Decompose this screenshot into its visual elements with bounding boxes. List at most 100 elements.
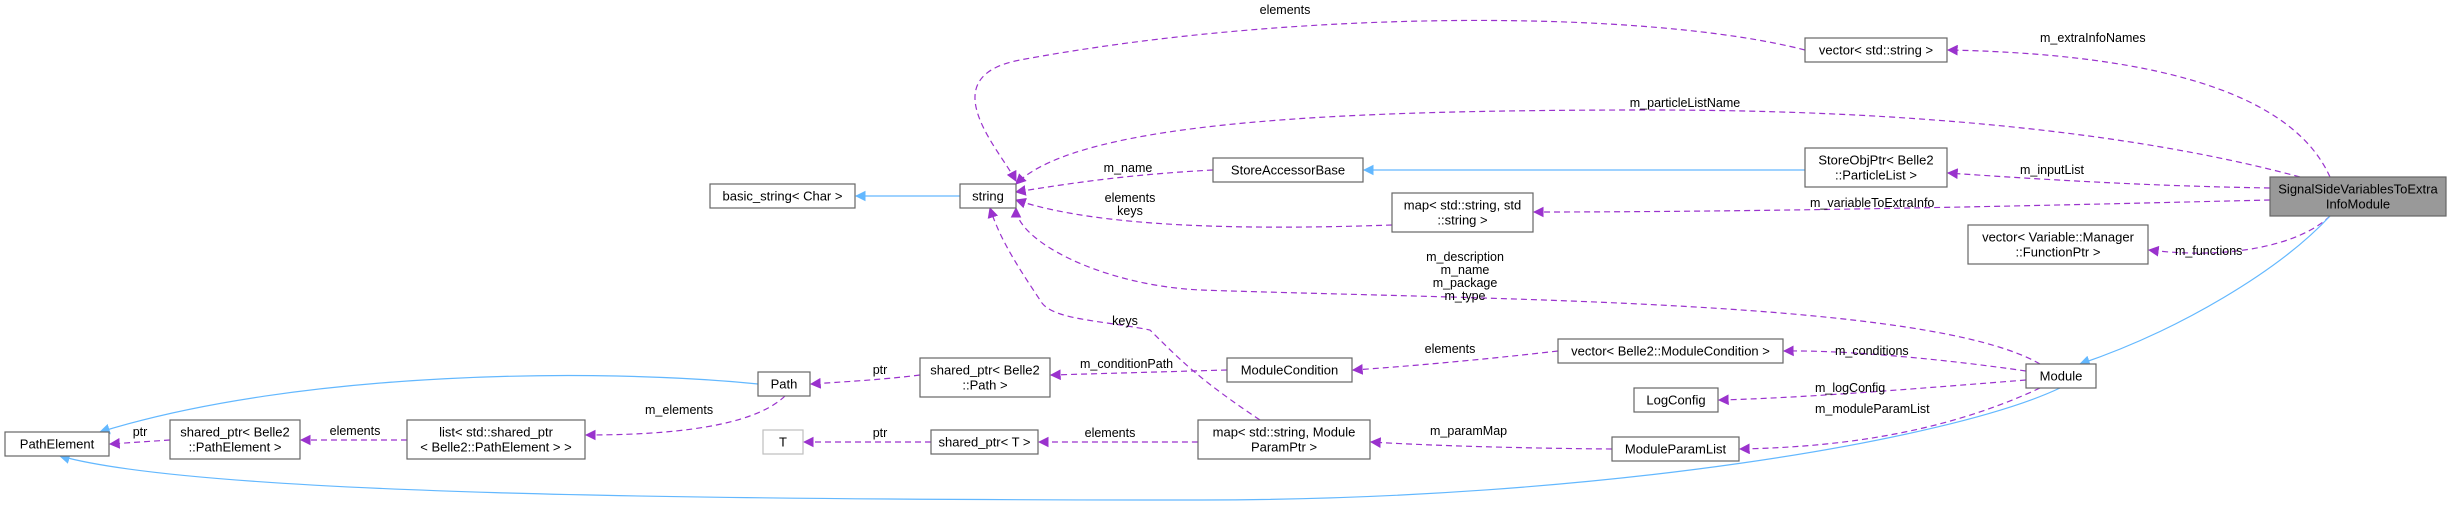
node-t[interactable]: T bbox=[762, 429, 804, 455]
node-label: ModuleCondition bbox=[1241, 363, 1339, 378]
node-box[interactable] bbox=[959, 183, 1017, 209]
edge-label-e10: m_package bbox=[1433, 276, 1498, 290]
node-box[interactable] bbox=[930, 429, 1039, 455]
node-box[interactable] bbox=[1967, 224, 2149, 265]
edge-e8 bbox=[1014, 197, 1393, 228]
node-label: StoreObjPtr< Belle2 bbox=[1818, 153, 1933, 168]
node-label: vector< Variable::Manager bbox=[1982, 230, 2135, 245]
node-label: < Belle2::PathElement > > bbox=[420, 440, 571, 455]
node-label: basic_string< Char > bbox=[723, 189, 843, 204]
node-path[interactable]: Path bbox=[757, 371, 811, 397]
edge-label-e23: m_elements bbox=[645, 403, 713, 417]
edge-e13 bbox=[987, 206, 1261, 421]
edge-label-e10: m_name bbox=[1441, 263, 1490, 277]
node-label: SignalSideVariablesToExtra bbox=[2278, 182, 2438, 197]
edge-label-e10: m_description bbox=[1426, 250, 1504, 264]
node-box[interactable] bbox=[757, 371, 811, 397]
node-label: ::FunctionPtr > bbox=[2016, 245, 2101, 260]
node-box[interactable] bbox=[1557, 338, 1784, 364]
node-box[interactable] bbox=[919, 357, 1051, 398]
edge-label-e22: ptr bbox=[873, 426, 888, 440]
node-label: InfoModule bbox=[2326, 197, 2390, 212]
node-box[interactable] bbox=[1804, 37, 1948, 63]
node-label: map< std::string, Module bbox=[1213, 425, 1356, 440]
edge-label-e2: m_extraInfoNames bbox=[2040, 31, 2146, 45]
node-label: ::string > bbox=[1437, 213, 1487, 228]
node-modcond[interactable]: ModuleCondition bbox=[1226, 357, 1353, 383]
edge-e9 bbox=[1532, 199, 2271, 218]
node-label: LogConfig bbox=[1646, 393, 1705, 408]
node-box[interactable] bbox=[1212, 157, 1364, 183]
node-box[interactable] bbox=[1804, 147, 1948, 188]
node-label: vector< std::string > bbox=[1819, 43, 1933, 58]
node-logconfig[interactable]: LogConfig bbox=[1633, 387, 1719, 413]
edge-label-e15: elements bbox=[1425, 342, 1476, 356]
edge-label-e24: elements bbox=[330, 424, 381, 438]
edge-labels-layer: elementsm_extraInfoNamesm_particleListNa… bbox=[133, 3, 2243, 440]
edge-label-e4: m_inputList bbox=[2020, 163, 2084, 177]
node-box[interactable] bbox=[2025, 363, 2097, 389]
edge-label-e25: ptr bbox=[133, 425, 148, 439]
node-pathelement[interactable]: PathElement bbox=[4, 431, 110, 457]
edge-label-e19: m_moduleParamList bbox=[1815, 402, 1930, 416]
edge-e2 bbox=[1946, 44, 2331, 178]
node-basic-string[interactable]: basic_string< Char > bbox=[709, 183, 856, 209]
node-modparamlist[interactable]: ModuleParamList bbox=[1611, 436, 1740, 462]
node-label: shared_ptr< Belle2 bbox=[930, 363, 1040, 378]
node-box[interactable] bbox=[762, 429, 804, 455]
node-storeaccessor[interactable]: StoreAccessorBase bbox=[1212, 157, 1364, 183]
node-vec-string[interactable]: vector< std::string > bbox=[1804, 37, 1948, 63]
node-box[interactable] bbox=[1226, 357, 1353, 383]
edge-label-e14: m_conditions bbox=[1835, 344, 1909, 358]
edge-label-e8: elements bbox=[1105, 191, 1156, 205]
node-box[interactable] bbox=[169, 419, 301, 460]
node-box[interactable] bbox=[406, 419, 586, 460]
node-list-sp[interactable]: list< std::shared_ptr< Belle2::PathEleme… bbox=[406, 419, 586, 460]
node-label: shared_ptr< T > bbox=[938, 435, 1030, 450]
node-sp-pathelem[interactable]: shared_ptr< Belle2::PathElement > bbox=[169, 419, 301, 460]
edges-layer bbox=[58, 19, 2331, 501]
node-label: T bbox=[779, 435, 787, 450]
edge-label-e20: m_paramMap bbox=[1430, 424, 1507, 438]
node-module[interactable]: Module bbox=[2025, 363, 2097, 389]
node-label: ::PathElement > bbox=[189, 440, 282, 455]
node-box[interactable] bbox=[709, 183, 856, 209]
edge-label-e21: elements bbox=[1085, 426, 1136, 440]
edge-e10 bbox=[1010, 206, 2041, 365]
edge-label-e17: ptr bbox=[873, 363, 888, 377]
node-label: string bbox=[972, 189, 1004, 204]
edge-label-e9: m_variableToExtraInfo bbox=[1810, 196, 1934, 210]
node-box[interactable] bbox=[1197, 419, 1371, 460]
node-box[interactable] bbox=[1611, 436, 1740, 462]
node-vec-funcptr[interactable]: vector< Variable::Manager::FunctionPtr > bbox=[1967, 224, 2149, 265]
node-box[interactable] bbox=[4, 431, 110, 457]
node-label: ParamPtr > bbox=[1251, 440, 1317, 455]
node-label: vector< Belle2::ModuleCondition > bbox=[1571, 344, 1770, 359]
node-storeobjptr[interactable]: StoreObjPtr< Belle2::ParticleList > bbox=[1804, 147, 1948, 188]
node-string[interactable]: string bbox=[959, 183, 1017, 209]
edge-e12 bbox=[2078, 215, 2331, 366]
edge-e25 bbox=[108, 437, 171, 449]
node-label: StoreAccessorBase bbox=[1231, 163, 1345, 178]
node-box[interactable] bbox=[2269, 176, 2447, 217]
node-sp-t[interactable]: shared_ptr< T > bbox=[930, 429, 1039, 455]
edge-e15 bbox=[1351, 350, 1559, 375]
edge-e23 bbox=[584, 395, 786, 441]
edge-label-e7: m_name bbox=[1104, 161, 1153, 175]
node-map-string[interactable]: map< std::string, std::string > bbox=[1391, 192, 1534, 233]
node-label: Module bbox=[2040, 369, 2083, 384]
node-label: ::ParticleList > bbox=[1835, 168, 1917, 183]
node-box[interactable] bbox=[1633, 387, 1719, 413]
node-sp-path[interactable]: shared_ptr< Belle2::Path > bbox=[919, 357, 1051, 398]
node-label: list< std::shared_ptr bbox=[439, 425, 553, 440]
edge-label-e13: keys bbox=[1112, 314, 1138, 328]
node-box[interactable] bbox=[1391, 192, 1534, 233]
node-label: shared_ptr< Belle2 bbox=[180, 425, 290, 440]
edge-e11 bbox=[2147, 215, 2331, 257]
node-vec-modcond[interactable]: vector< Belle2::ModuleCondition > bbox=[1557, 338, 1784, 364]
node-label: Path bbox=[771, 377, 798, 392]
